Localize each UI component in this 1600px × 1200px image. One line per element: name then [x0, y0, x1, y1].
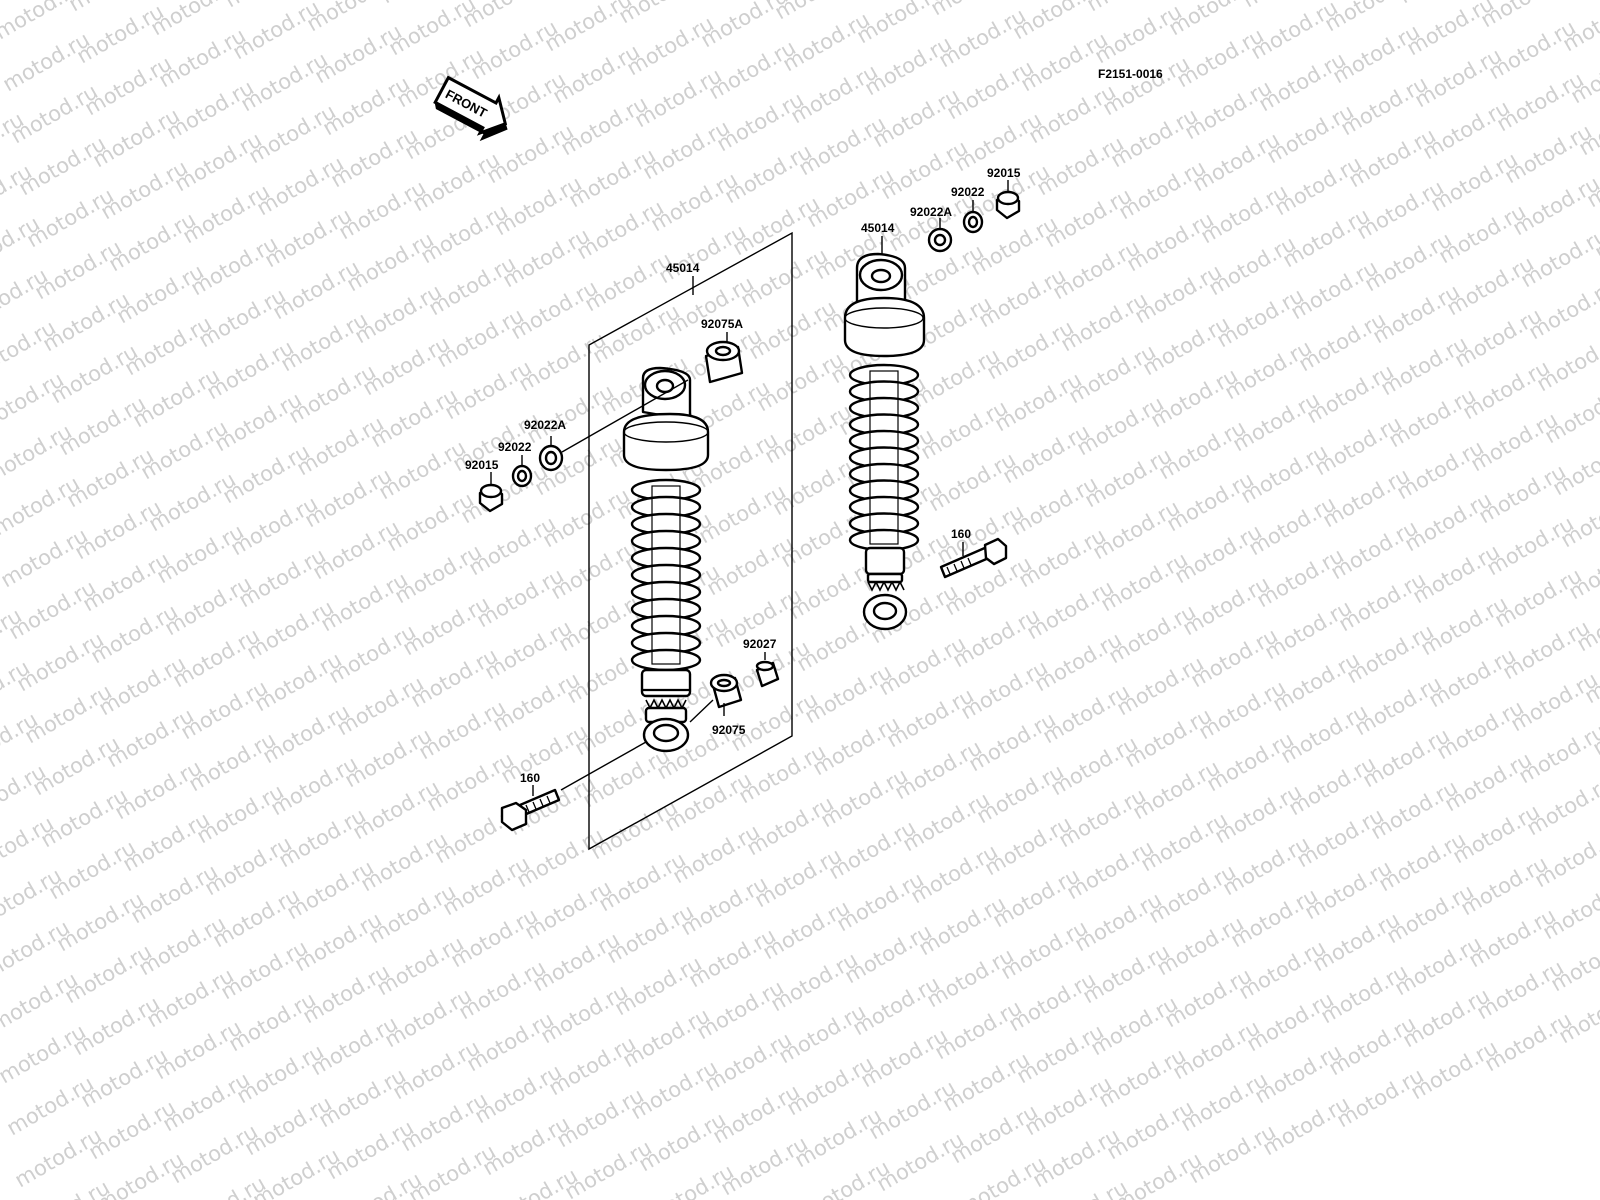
- label-left-washer: 92022: [498, 440, 532, 454]
- label-right-shock: 45014: [861, 221, 895, 235]
- label-left-shock: 45014: [666, 261, 700, 275]
- label-left-lower-bushing: 92075: [712, 723, 746, 737]
- diagram-code: F2151-0016: [1098, 67, 1163, 81]
- left-bolt: [500, 788, 561, 832]
- right-leader-lines: [881, 180, 1009, 556]
- assembly-frame: [588, 231, 793, 851]
- label-left-sleeve: 92027: [743, 637, 777, 651]
- left-sleeve: [755, 660, 780, 688]
- left-lower-bushing: [709, 673, 743, 709]
- right-nut: [995, 190, 1021, 220]
- label-right-washer-a: 92022A: [910, 205, 952, 219]
- left-nut: [478, 483, 504, 513]
- label-right-bolt: 160: [951, 527, 971, 541]
- label-left-washer-a: 92022A: [524, 418, 566, 432]
- left-upper-bushing: [704, 340, 744, 384]
- spring-inner-rod: [651, 485, 681, 665]
- right-bolt: [939, 537, 1008, 579]
- left-washer: [511, 464, 533, 488]
- right-washer: [962, 210, 984, 234]
- watermark-text: motod.ru: [1551, 0, 1600, 4]
- spring-inner-rod: [869, 370, 899, 545]
- label-left-bolt: 160: [520, 771, 540, 785]
- right-shock-absorber: [843, 252, 926, 631]
- spring-coil: [630, 648, 702, 672]
- left-washer-a: [538, 444, 564, 472]
- label-right-washer: 92022: [951, 185, 985, 199]
- left-leader-lines: [490, 276, 766, 796]
- label-right-nut: 92015: [987, 166, 1021, 180]
- left-shock-absorber: [622, 366, 710, 753]
- right-washer-a: [927, 227, 953, 253]
- label-left-nut: 92015: [465, 458, 499, 472]
- label-left-upper-bushing: 92075A: [701, 317, 743, 331]
- front-arrow-icon: FRONT: [433, 75, 508, 142]
